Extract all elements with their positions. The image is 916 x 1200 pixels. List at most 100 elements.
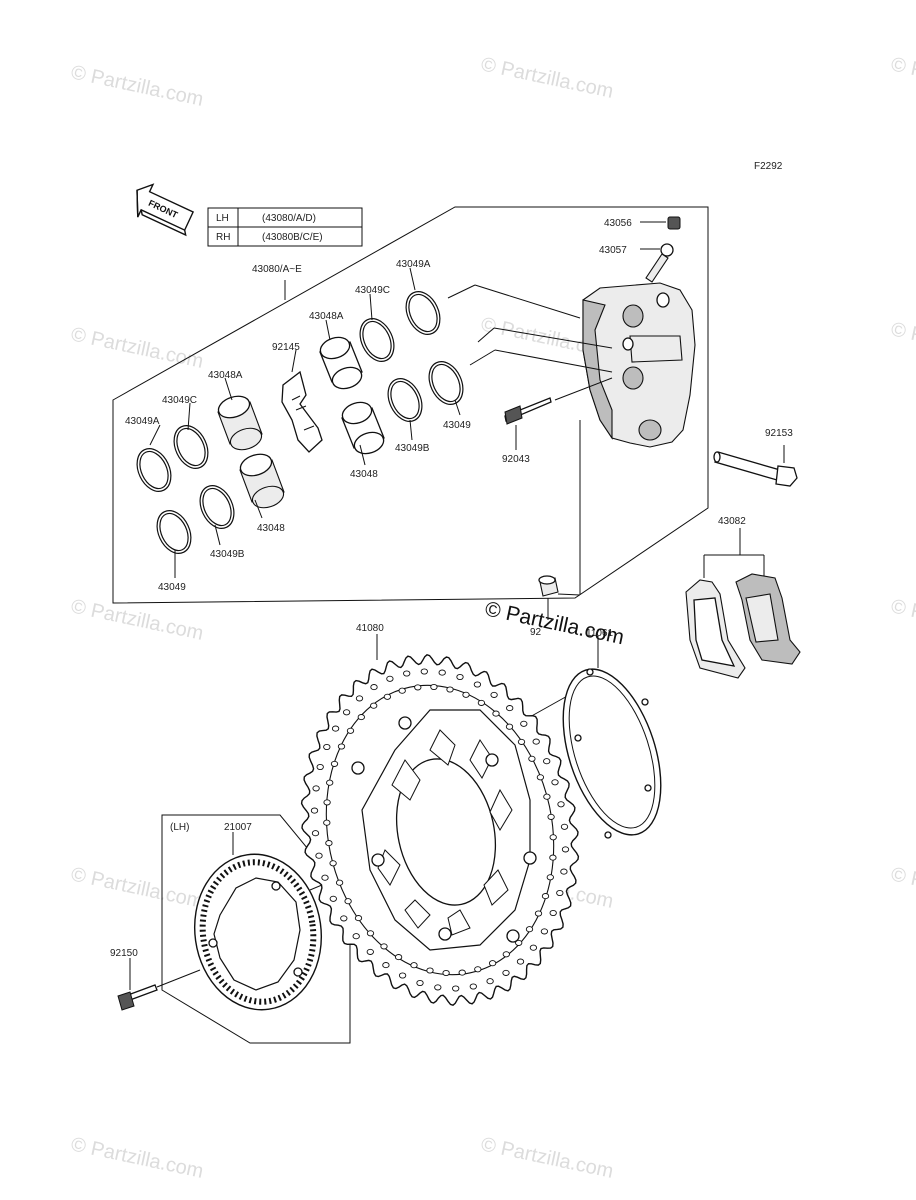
- disc-hole: [490, 691, 498, 698]
- disc-hole: [342, 709, 351, 716]
- label-43049-left: 43049: [158, 582, 186, 593]
- disc-hole: [546, 874, 554, 881]
- disc-hole: [462, 691, 470, 698]
- disc-hole: [329, 895, 337, 902]
- watermark: © Partzilla.com: [69, 1133, 205, 1183]
- table-cell-side: RH: [216, 232, 230, 243]
- disc-hole: [536, 774, 545, 781]
- part-labels: 43056 43057 43080/A~E 43049A 43049C 4304…: [110, 218, 793, 959]
- piston-43048A-upper: [319, 336, 363, 390]
- rotor-bolt: [117, 969, 201, 1011]
- caliper-assembly-outline: [112, 206, 709, 604]
- disc-hole: [473, 681, 482, 688]
- disc-hole: [520, 720, 528, 727]
- label-43049C-top: 43049C: [355, 285, 390, 296]
- watermark: © Partzilla.com: [889, 595, 916, 645]
- disc-hole: [335, 879, 344, 886]
- disc-hole: [398, 687, 406, 694]
- label-43049B-right: 43049B: [395, 443, 430, 454]
- piston-43048-right: [341, 401, 385, 455]
- watermark: © Partzilla.com: [69, 323, 205, 373]
- disc-hole: [561, 846, 570, 853]
- brake-pads: [685, 528, 801, 679]
- disc-hole: [326, 779, 334, 786]
- disc-hole: [357, 714, 365, 721]
- label-11061: 11061: [586, 628, 614, 639]
- disc-hole: [547, 813, 555, 820]
- disc-hole: [315, 852, 323, 859]
- disc-hole: [517, 738, 526, 745]
- label-43056: 43056: [604, 218, 632, 229]
- label-43048A-top: 43048A: [309, 311, 344, 322]
- disc-hole: [442, 969, 450, 977]
- disc-hole: [386, 675, 394, 682]
- disc-hole: [370, 702, 378, 709]
- disc-hole: [380, 943, 388, 950]
- seal-rings: [136, 291, 464, 554]
- disc-hole: [557, 801, 565, 808]
- label-43048A-left: 43048A: [208, 370, 243, 381]
- disc-hole: [469, 983, 477, 990]
- disc-hole: [340, 915, 348, 922]
- disc-hole: [502, 969, 510, 976]
- disc-hole: [556, 889, 564, 897]
- disc-hole: [323, 819, 331, 826]
- disc-hole: [403, 670, 411, 677]
- disc-hole: [492, 710, 500, 717]
- disc-hole: [502, 951, 510, 958]
- disc-hole: [474, 966, 482, 973]
- piston-43048-left: [239, 453, 285, 509]
- disc-hole: [486, 978, 494, 985]
- label-21007: 21007: [224, 822, 252, 833]
- watermark: © Partzilla.com: [479, 1133, 615, 1183]
- disc-hole: [543, 758, 551, 765]
- label-43049A-top: 43049A: [396, 259, 431, 270]
- lh-note: (LH): [170, 822, 189, 833]
- disc-hole: [551, 779, 559, 786]
- disc-hole: [446, 686, 454, 693]
- disc-hole: [430, 683, 438, 691]
- label-92: 92: [530, 627, 542, 638]
- disc-hole: [366, 930, 375, 937]
- disc-hole: [331, 725, 340, 732]
- disc-hole: [325, 840, 333, 847]
- disc-hole: [560, 868, 568, 875]
- disc-hole: [321, 874, 329, 881]
- disc-hole: [528, 755, 536, 762]
- disc-hole: [541, 893, 550, 900]
- watermark: © Partzilla.com: [889, 318, 916, 368]
- disc-hole: [323, 743, 331, 751]
- hub-gasket: [562, 668, 662, 839]
- pad-pin: [504, 397, 552, 425]
- disc-hole: [416, 979, 424, 987]
- brake-disc: [300, 654, 580, 1006]
- disc-hole: [452, 985, 460, 992]
- disc-hole: [354, 915, 363, 922]
- disc-hole: [505, 723, 514, 730]
- label-43049-right: 43049: [443, 420, 471, 431]
- label-43049C-left: 43049C: [162, 395, 197, 406]
- label-43082: 43082: [718, 516, 746, 527]
- disc-hole: [549, 909, 557, 917]
- disc-hole: [477, 699, 486, 706]
- disc-hole: [543, 793, 551, 800]
- disc-hole: [394, 954, 403, 961]
- table-cell-side: LH: [216, 213, 229, 224]
- figure-code: F2292: [754, 161, 783, 172]
- disc-hole: [329, 860, 337, 867]
- disc-hole: [532, 738, 540, 745]
- disc-hole: [337, 743, 346, 750]
- abs-rotor-outline: [161, 814, 351, 1044]
- bleeder-cap: [640, 216, 681, 230]
- disc-hole: [330, 760, 339, 767]
- disc-hole: [352, 933, 360, 940]
- abs-sensor-rotor: [193, 853, 323, 1011]
- disc-hole: [456, 673, 464, 681]
- disc-hole: [529, 944, 538, 951]
- disc-hole: [311, 830, 320, 837]
- piston-43048A-lower: [217, 395, 263, 451]
- disc-hole: [344, 898, 352, 905]
- disc-hole: [488, 960, 497, 967]
- caliper-table: LH (43080/A/D) RH (43080B/C/E): [207, 207, 363, 247]
- disc-hole: [382, 962, 390, 969]
